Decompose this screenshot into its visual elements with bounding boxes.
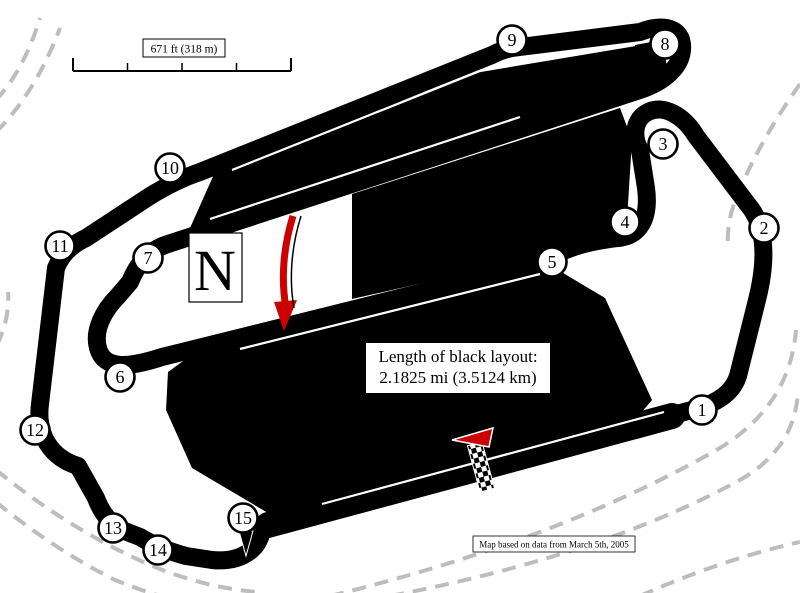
alternate-layout-path — [641, 540, 800, 593]
turn-marker-7: 7 — [132, 242, 164, 274]
turn-marker-5: 5 — [536, 246, 568, 278]
turn-marker-4: 4 — [609, 206, 641, 238]
attribution-text: Map based on data from March 5th, 2005 — [479, 540, 629, 550]
turn-circle — [44, 230, 76, 262]
turn-circle — [649, 28, 681, 60]
track-edge-separators — [209, 43, 665, 506]
turn-number: 14 — [149, 540, 167, 560]
turn-circle — [536, 246, 568, 278]
turn-number: 11 — [51, 236, 68, 256]
alternate-layout-path — [333, 329, 798, 593]
scale-ruler-ticks — [126, 63, 238, 71]
turn-marker-14: 14 — [142, 534, 174, 566]
turn-marker-11: 11 — [44, 230, 76, 262]
turn-marker-9: 9 — [496, 24, 528, 56]
turn-number: 12 — [26, 420, 44, 440]
alternate-layout-path — [0, 17, 42, 99]
turn-circle — [686, 394, 718, 426]
track-edge-line — [239, 272, 541, 351]
turn-circle — [496, 24, 528, 56]
turn-circle — [609, 206, 641, 238]
alternate-layout-path — [394, 389, 800, 593]
turn-circle — [104, 361, 136, 393]
turn-circle — [19, 414, 51, 446]
alternate-layout-path — [0, 27, 62, 131]
turn-number: 10 — [161, 158, 179, 178]
north-letter: N — [194, 238, 236, 303]
turn-marker-8: 8 — [649, 28, 681, 60]
turn-number: 13 — [104, 518, 122, 538]
scale-label: 671 ft (318 m) — [151, 44, 218, 56]
turn-number: 3 — [659, 134, 668, 154]
turn-circle — [97, 512, 129, 544]
track-edge-line — [321, 410, 665, 506]
track-edge-line — [231, 43, 636, 172]
turn-number: 9 — [508, 30, 517, 50]
turn-marker-10: 10 — [154, 152, 186, 184]
alternate-layout-path — [0, 470, 259, 593]
turn-markers: 1 2 3 4 5 6 7 8 — [19, 24, 780, 566]
turn-marker-15: 15 — [227, 502, 259, 534]
turn-number: 15 — [234, 508, 252, 528]
turn-circle — [154, 152, 186, 184]
race-direction-arrow-icon — [451, 426, 494, 448]
attribution-box — [472, 535, 636, 553]
turn-number: 8 — [661, 34, 670, 54]
turn-number: 7 — [144, 248, 153, 268]
turn-marker-6: 6 — [104, 361, 136, 393]
turn-circle — [132, 242, 164, 274]
north-arrow-icon — [274, 214, 302, 331]
turn-circle — [227, 502, 259, 534]
turn-number: 6 — [116, 367, 125, 387]
turn-number: 5 — [548, 252, 557, 272]
turn-number: 2 — [760, 218, 769, 238]
turn-circle — [748, 212, 780, 244]
turn-marker-3: 3 — [647, 128, 679, 160]
track-edge-line — [209, 115, 521, 221]
turn-marker-13: 13 — [97, 512, 129, 544]
turn-marker-12: 12 — [19, 414, 51, 446]
turn-number: 4 — [621, 212, 630, 232]
scale-bar: 671 ft (318 m) — [72, 38, 292, 72]
north-arrow-shaft — [279, 214, 297, 309]
length-annotation-box — [366, 343, 550, 393]
north-letter-box: N — [188, 232, 243, 303]
turn-circle — [647, 128, 679, 160]
infield-fill-top — [190, 40, 668, 228]
attribution-note: Map based on data from March 5th, 2005 — [472, 535, 636, 553]
turn-circle — [142, 534, 174, 566]
north-letter-frame — [188, 232, 243, 303]
length-annotation-line1: Length of black layout: — [378, 347, 537, 366]
turn-number: 1 — [698, 400, 707, 420]
north-arrow-head — [274, 300, 297, 331]
north-arrow-accent — [290, 215, 302, 309]
turn-marker-2: 2 — [748, 212, 780, 244]
length-annotation: Length of black layout: 2.1825 mi (3.512… — [366, 343, 550, 393]
length-annotation-line2: 2.1825 mi (3.5124 km) — [379, 368, 536, 387]
alternate-layout-path — [0, 291, 11, 344]
scale-label-box — [142, 38, 226, 58]
turn-marker-1: 1 — [686, 394, 718, 426]
